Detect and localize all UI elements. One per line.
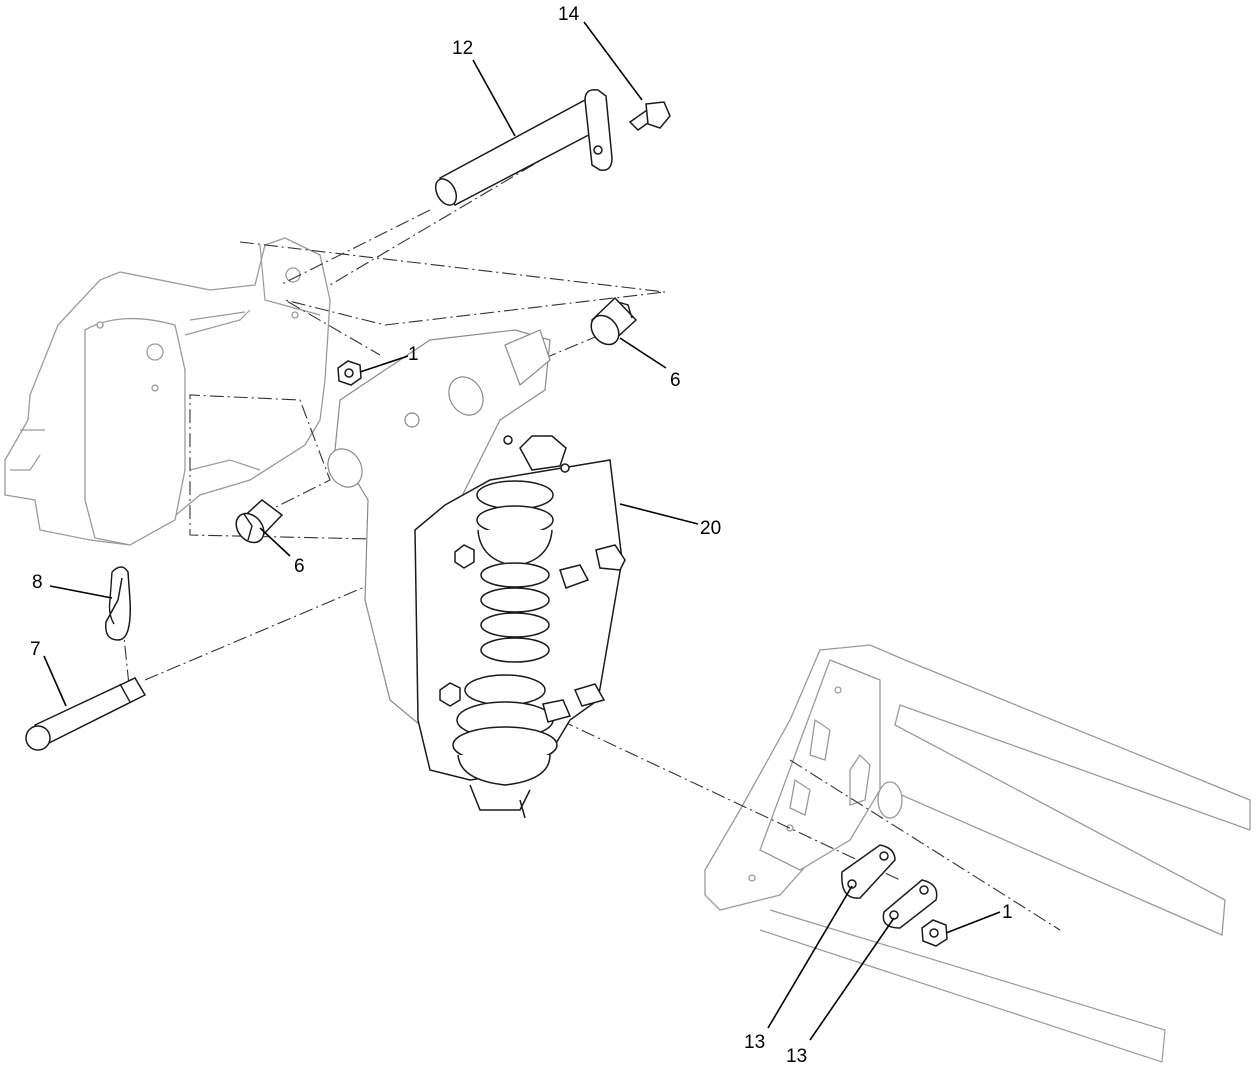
bushing-part-6-upper (590, 296, 638, 346)
pin-with-plate-part-12 (434, 88, 613, 207)
clevis-pin-part-7 (25, 677, 147, 751)
spacer-plate-part-13-right (882, 879, 938, 929)
bushing-part-6-lower (235, 499, 284, 544)
spacer-plate-part-13-left (841, 844, 896, 899)
suspension-arm-assembly-part-20 (327, 329, 626, 819)
callout-13-left: 13 (744, 1032, 765, 1053)
hairpin-clip-part-8 (105, 566, 131, 641)
bolt-part-14 (628, 101, 671, 131)
callout-6-upper: 6 (670, 370, 681, 391)
callout-13-right: 13 (786, 1046, 807, 1067)
callout-20: 20 (700, 518, 721, 539)
right-frame-assembly (704, 644, 1251, 1063)
callout-1-lower: 1 (1002, 902, 1013, 923)
callout-8: 8 (32, 572, 43, 593)
callout-12: 12 (452, 38, 473, 59)
callout-14: 14 (558, 4, 580, 25)
left-frame-bracket (4, 237, 331, 546)
callout-1-upper: 1 (408, 344, 419, 365)
leader-lines (43, 21, 1001, 1041)
callout-labels: 14 12 1 6 20 6 8 7 1 13 13 (30, 4, 1013, 1067)
callout-6-lower: 6 (294, 556, 305, 577)
nut-part-1-lower (921, 919, 948, 947)
nut-part-1-upper (337, 360, 362, 386)
callout-7: 7 (30, 639, 41, 660)
